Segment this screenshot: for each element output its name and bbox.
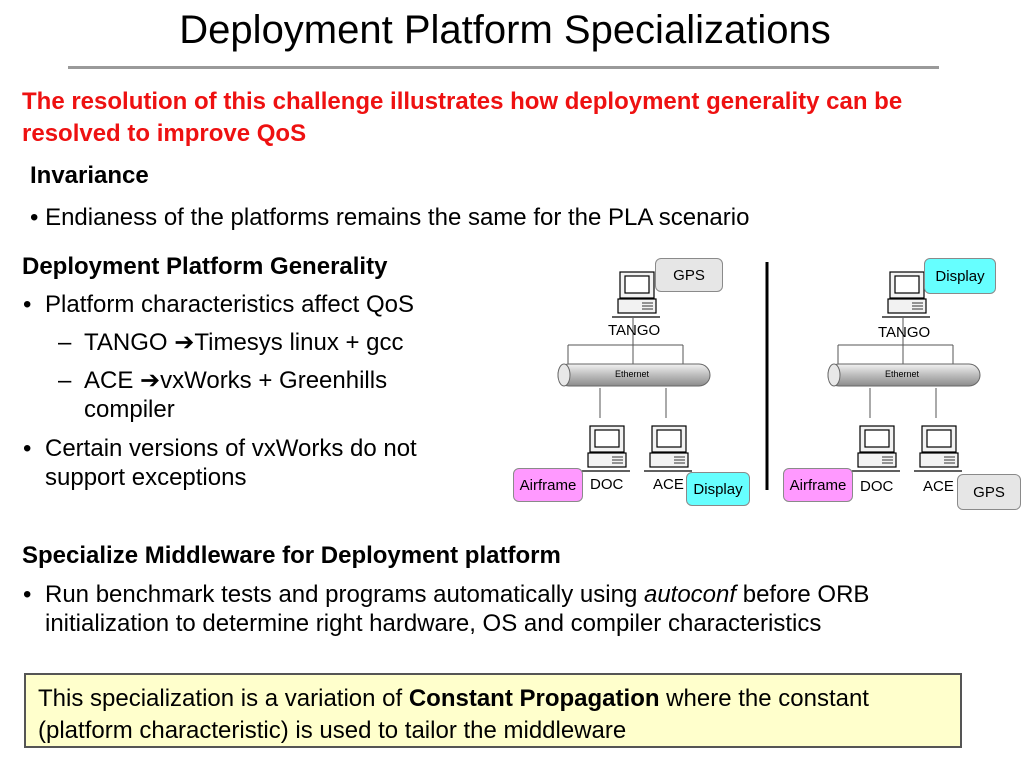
ace-label: ACE <box>653 476 684 493</box>
generality-heading: Deployment Platform Generality <box>22 253 388 280</box>
computer-icon <box>881 271 931 318</box>
generality-bullet: •Platform characteristics affect QoS <box>23 291 415 318</box>
generality-bullet: •Certain versions of vxWorks do not supp… <box>23 435 417 491</box>
display-node: Display <box>686 472 750 506</box>
intro-text: The resolution of this challenge illustr… <box>22 88 903 147</box>
ethernet-cable-icon <box>827 363 981 387</box>
computer-icon <box>581 425 631 472</box>
computer-icon <box>913 425 963 472</box>
specialize-heading: Specialize Middleware for Deployment pla… <box>22 542 561 569</box>
computer-icon <box>851 425 901 472</box>
airframe-node: Airframe <box>513 468 583 502</box>
gps-node: GPS <box>957 474 1021 510</box>
airframe-node: Airframe <box>783 468 853 502</box>
tango-label: TANGO <box>608 322 661 339</box>
invariance-heading: Invariance <box>30 162 149 189</box>
generality-subbullet: –ACE ➔vxWorks + Greenhills compiler <box>58 367 388 423</box>
page-title: Deployment Platform Specializations <box>179 8 831 52</box>
ace-label: ACE <box>923 478 954 495</box>
computer-icon <box>643 425 693 472</box>
doc-label: DOC <box>590 476 624 493</box>
ethernet-cable-icon <box>557 363 711 387</box>
note-box: This specialization is a variation of Co… <box>24 673 962 748</box>
specialize-bullet: •Run benchmark tests and programs automa… <box>23 581 870 637</box>
invariance-bullet: • Endianess of the platforms remains the… <box>30 204 750 231</box>
display-node: Display <box>924 258 996 294</box>
computer-icon <box>611 271 661 318</box>
deployment-diagrams <box>557 262 981 490</box>
ethernet-label: Ethernet <box>885 369 920 379</box>
ethernet-label: Ethernet <box>615 369 650 379</box>
title-divider <box>68 66 939 69</box>
generality-subbullet: –TANGO ➔Timesys linux + gcc <box>58 329 404 356</box>
tango-label: TANGO <box>878 324 931 341</box>
arrow-right-icon: ➔ <box>174 329 195 356</box>
gps-node: GPS <box>655 258 723 292</box>
arrow-right-icon: ➔ <box>140 367 161 394</box>
doc-label: DOC <box>860 478 894 495</box>
